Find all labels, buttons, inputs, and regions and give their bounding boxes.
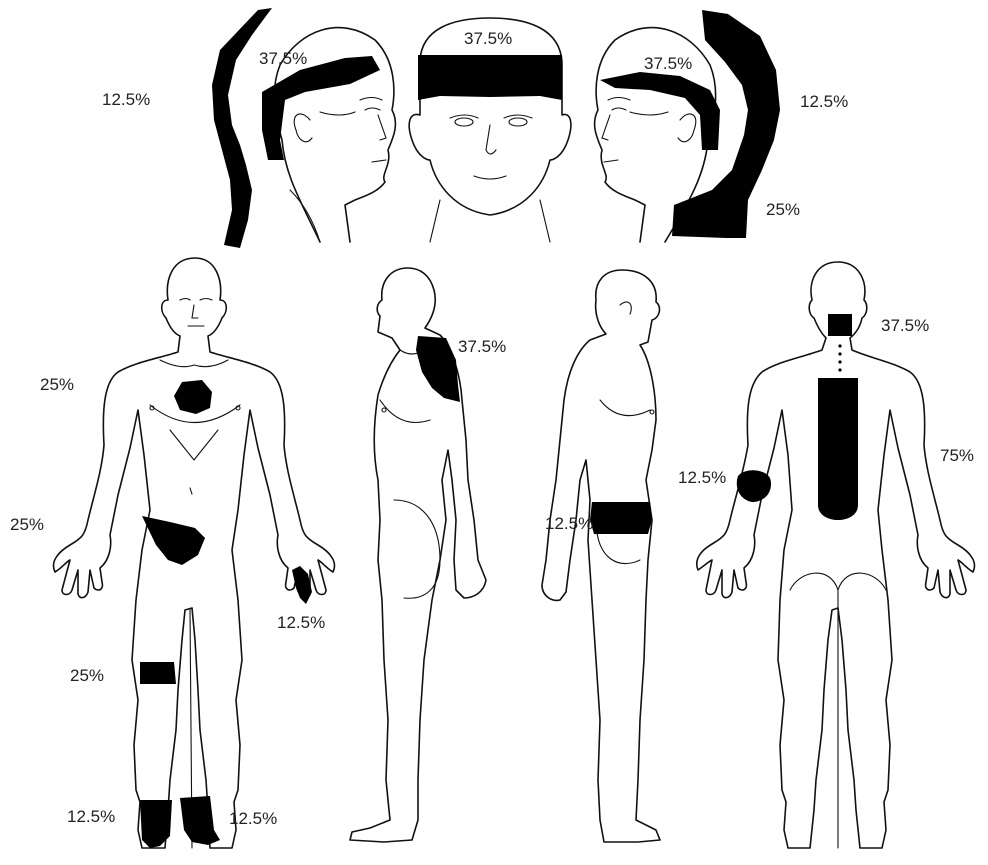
label-front-chest: 25% [40, 376, 74, 393]
label-back-neck: 37.5% [881, 317, 929, 334]
body-back [697, 262, 975, 848]
label-head-front-forehead: 37.5% [464, 30, 512, 47]
pain-area-back [737, 314, 858, 520]
label-side-shoulder: 37.5% [458, 338, 506, 355]
label-front-right-foot: 12.5% [67, 808, 115, 825]
label-head-right-neck: 25% [766, 201, 800, 218]
pain-area-side [416, 336, 460, 402]
label-head-left-temple: 37.5% [259, 50, 307, 67]
label-back-spine: 75% [940, 447, 974, 464]
body-side-right [542, 270, 660, 842]
pain-area-head-front [418, 55, 562, 100]
pain-area-side-right [590, 502, 652, 534]
pain-area-head-right [600, 10, 780, 238]
label-head-right-temple: 37.5% [644, 55, 692, 72]
label-front-left-foot: 12.5% [229, 810, 277, 827]
label-front-knee: 25% [70, 667, 104, 684]
label-front-abdomen: 25% [10, 516, 44, 533]
head-front [409, 18, 571, 242]
label-side-hip: 12.5% [545, 515, 593, 532]
label-head-left-back: 12.5% [102, 91, 150, 108]
label-head-right-back: 12.5% [800, 93, 848, 110]
label-back-elbow: 12.5% [678, 469, 726, 486]
label-front-left-hand: 12.5% [277, 614, 325, 631]
